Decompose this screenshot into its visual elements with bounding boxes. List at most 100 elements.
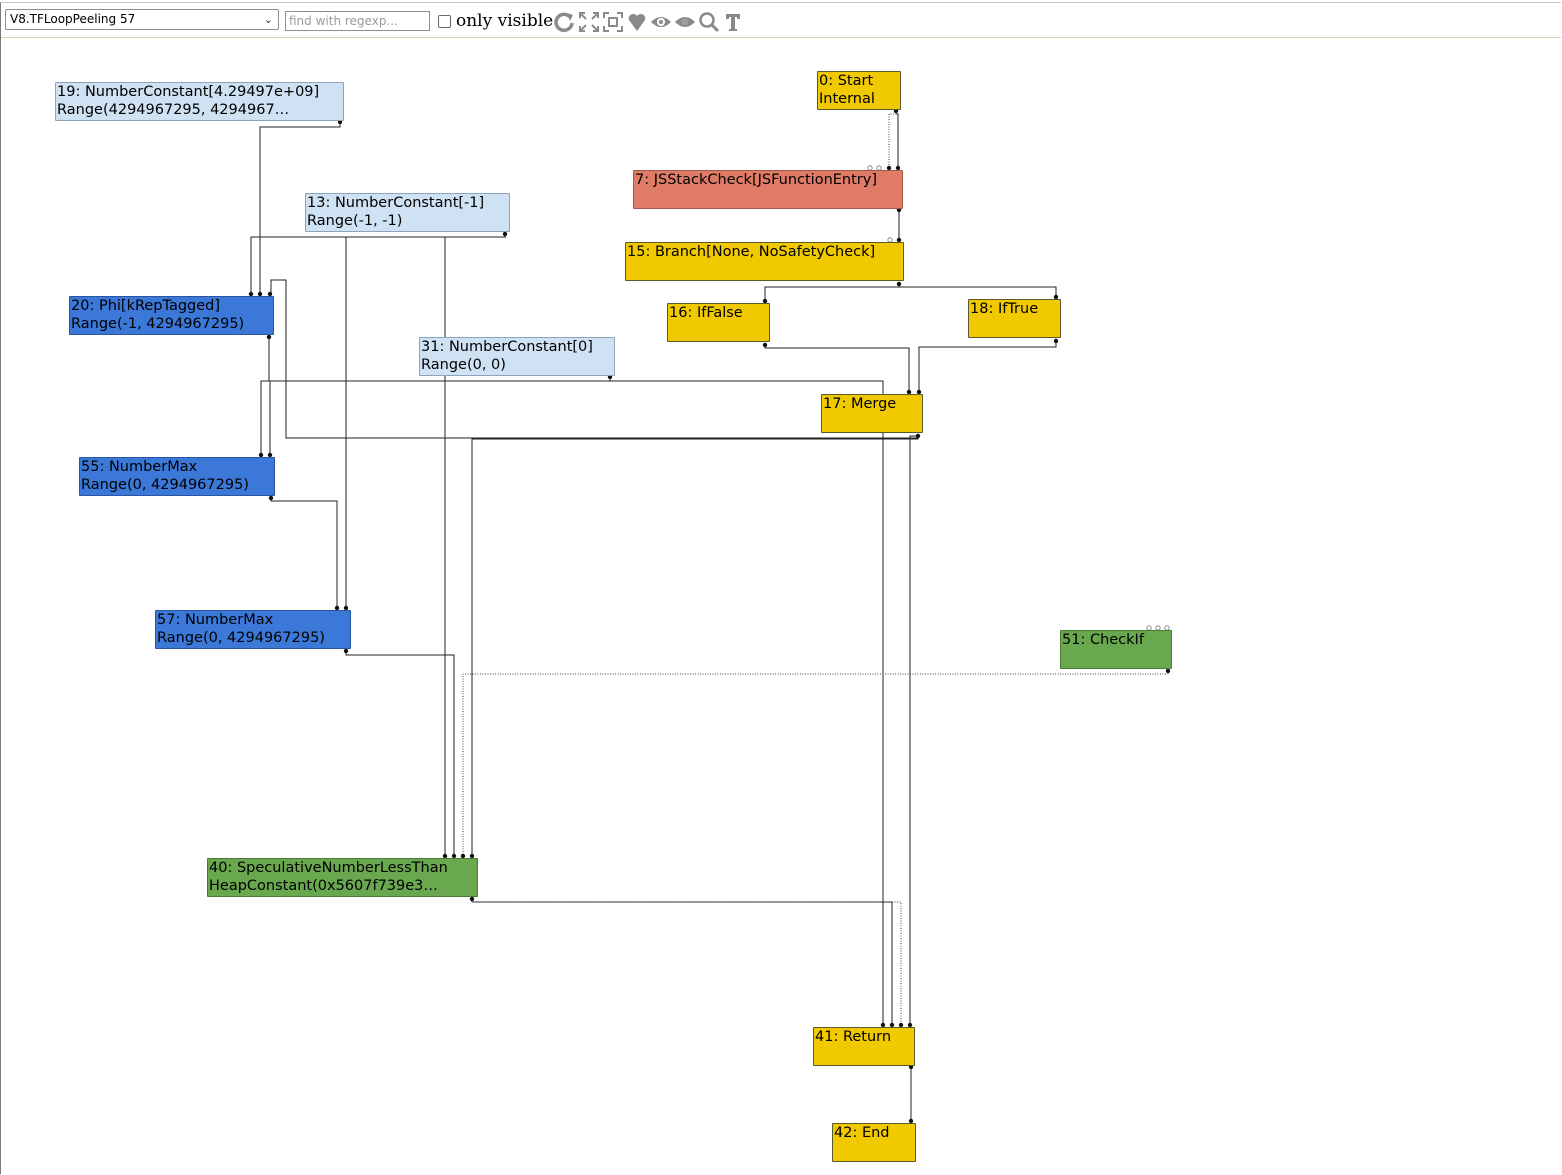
edge-port	[268, 495, 274, 501]
edge-port	[762, 298, 768, 304]
edge-port	[895, 165, 901, 171]
graph-edge	[909, 435, 918, 1025]
edge-port	[1165, 668, 1171, 674]
graph-edge	[345, 236, 506, 608]
node-label: 40: SpeculativeNumberLessThan	[209, 860, 448, 876]
graph-edge	[610, 380, 884, 1025]
edge-port	[896, 281, 902, 287]
node-label: 31: NumberConstant[0]	[421, 339, 593, 355]
edge-port	[248, 291, 254, 297]
node-17[interactable]: 17: Merge	[821, 394, 923, 433]
edge-port	[258, 452, 264, 458]
graph-edge	[471, 899, 893, 1025]
graph-edge	[472, 901, 902, 1025]
node-13[interactable]: 13: NumberConstant[-1] Range(-1, -1)	[305, 193, 510, 232]
node-42[interactable]: 42: End	[832, 1123, 916, 1162]
node-range: Range(0, 0)	[421, 356, 506, 373]
node-label: 20: Phi[kRepTagged]	[71, 298, 221, 314]
node-label: 42: End	[834, 1125, 890, 1141]
show-selected-icon[interactable]	[602, 11, 624, 33]
edge-port	[266, 334, 272, 340]
node-label: 13: NumberConstant[-1]	[307, 195, 485, 211]
node-19[interactable]: 19: NumberConstant[4.29497e+09] Range(42…	[55, 82, 344, 121]
graph-edge	[896, 113, 899, 168]
chevron-down-icon: ⌄	[263, 13, 273, 26]
edge-port	[906, 389, 912, 395]
node-label: 51: CheckIf	[1062, 632, 1144, 648]
zoom-selection-icon[interactable]	[698, 11, 720, 33]
node-label: 16: IfFalse	[669, 305, 743, 321]
edge-port	[880, 1022, 886, 1028]
edge-port	[889, 1022, 895, 1028]
node-label: 0: Start	[819, 73, 874, 89]
node-51[interactable]: 51: CheckIf	[1060, 630, 1172, 669]
only-visible-checkbox[interactable]	[438, 14, 451, 28]
edge-port	[502, 231, 508, 237]
node-label: 15: Branch[None, NoSafetyCheck]	[627, 244, 876, 260]
toggle-hide-dead-icon[interactable]	[626, 11, 648, 33]
edge-port	[886, 165, 892, 171]
graph-edge	[764, 284, 900, 301]
node-20[interactable]: 20: Phi[kRepTagged] Range(-1, 4294967295…	[69, 296, 274, 335]
edge-port	[469, 896, 475, 902]
edge-port	[1053, 338, 1059, 344]
edge-port	[762, 342, 768, 348]
edge-port	[898, 1022, 904, 1028]
graph-edge	[259, 122, 341, 294]
graph-edge	[888, 111, 897, 168]
node-label: 17: Merge	[823, 396, 897, 412]
node-label: 57: NumberMax	[157, 612, 274, 628]
search-input[interactable]	[285, 11, 430, 31]
hide-selected-icon[interactable]	[674, 11, 696, 33]
edge-port	[896, 237, 902, 243]
toggle-types-icon[interactable]	[722, 11, 744, 33]
edge-port	[460, 853, 466, 859]
graph-edge	[918, 341, 1057, 392]
graph-toolbar: V8.TFLoopPeeling 57 ⌄ only visible	[1, 3, 1561, 38]
graph-edge	[764, 345, 910, 392]
edge-port	[267, 291, 273, 297]
edge-port	[907, 1022, 913, 1028]
node-range: Range(-1, 4294967295)	[71, 315, 245, 332]
node-40[interactable]: 40: SpeculativeNumberLessThan HeapConsta…	[207, 858, 478, 897]
node-range: Range(-1, -1)	[307, 212, 403, 229]
node-label: 18: IfTrue	[970, 301, 1039, 317]
node-range: Range(0, 4294967295)	[157, 629, 325, 646]
graph-edge	[270, 498, 338, 608]
graph-edge	[899, 286, 1057, 297]
node-label: 19: NumberConstant[4.29497e+09]	[57, 84, 320, 100]
only-visible-toggle[interactable]: only visible	[438, 9, 553, 33]
node-15[interactable]: 15: Branch[None, NoSafetyCheck]	[625, 242, 904, 281]
edge-port	[267, 452, 273, 458]
node-31[interactable]: 31: NumberConstant[0] Range(0, 0)	[419, 337, 615, 376]
show-all-icon[interactable]	[578, 11, 600, 33]
node-18[interactable]: 18: IfTrue	[968, 299, 1061, 338]
node-57[interactable]: 57: NumberMax Range(0, 4294967295)	[155, 610, 351, 649]
node-7[interactable]: 7: JSStackCheck[JSFunctionEntry]	[633, 170, 903, 209]
edge-port	[334, 605, 340, 611]
edge-port	[343, 605, 349, 611]
edge-port	[257, 291, 263, 297]
graph-edge	[345, 651, 455, 856]
edge-port	[916, 389, 922, 395]
node-label: 7: JSStackCheck[JSFunctionEntry]	[635, 172, 877, 188]
graph-edge	[471, 436, 919, 856]
graph-edge	[260, 337, 270, 455]
phase-select[interactable]: V8.TFLoopPeeling 57 ⌄	[5, 9, 279, 30]
node-label: 41: Return	[815, 1029, 892, 1045]
node-range: HeapConstant(0x5607f739e3…	[209, 877, 438, 894]
node-range: Range(0, 4294967295)	[81, 476, 249, 493]
node-label: 55: NumberMax	[81, 459, 198, 475]
node-41[interactable]: 41: Return	[813, 1027, 915, 1066]
edge-port	[908, 1118, 914, 1124]
phase-select-value: V8.TFLoopPeeling 57	[10, 12, 136, 26]
edge-port	[915, 433, 921, 439]
edge-port	[442, 853, 448, 859]
edge-port	[469, 853, 475, 859]
hide-unselected-icon[interactable]	[650, 11, 672, 33]
node-16[interactable]: 16: IfFalse	[667, 303, 770, 342]
node-55[interactable]: 55: NumberMax Range(0, 4294967295)	[79, 457, 275, 496]
node-0[interactable]: 0: Start Internal	[817, 71, 901, 110]
relayout-icon[interactable]	[553, 11, 575, 33]
